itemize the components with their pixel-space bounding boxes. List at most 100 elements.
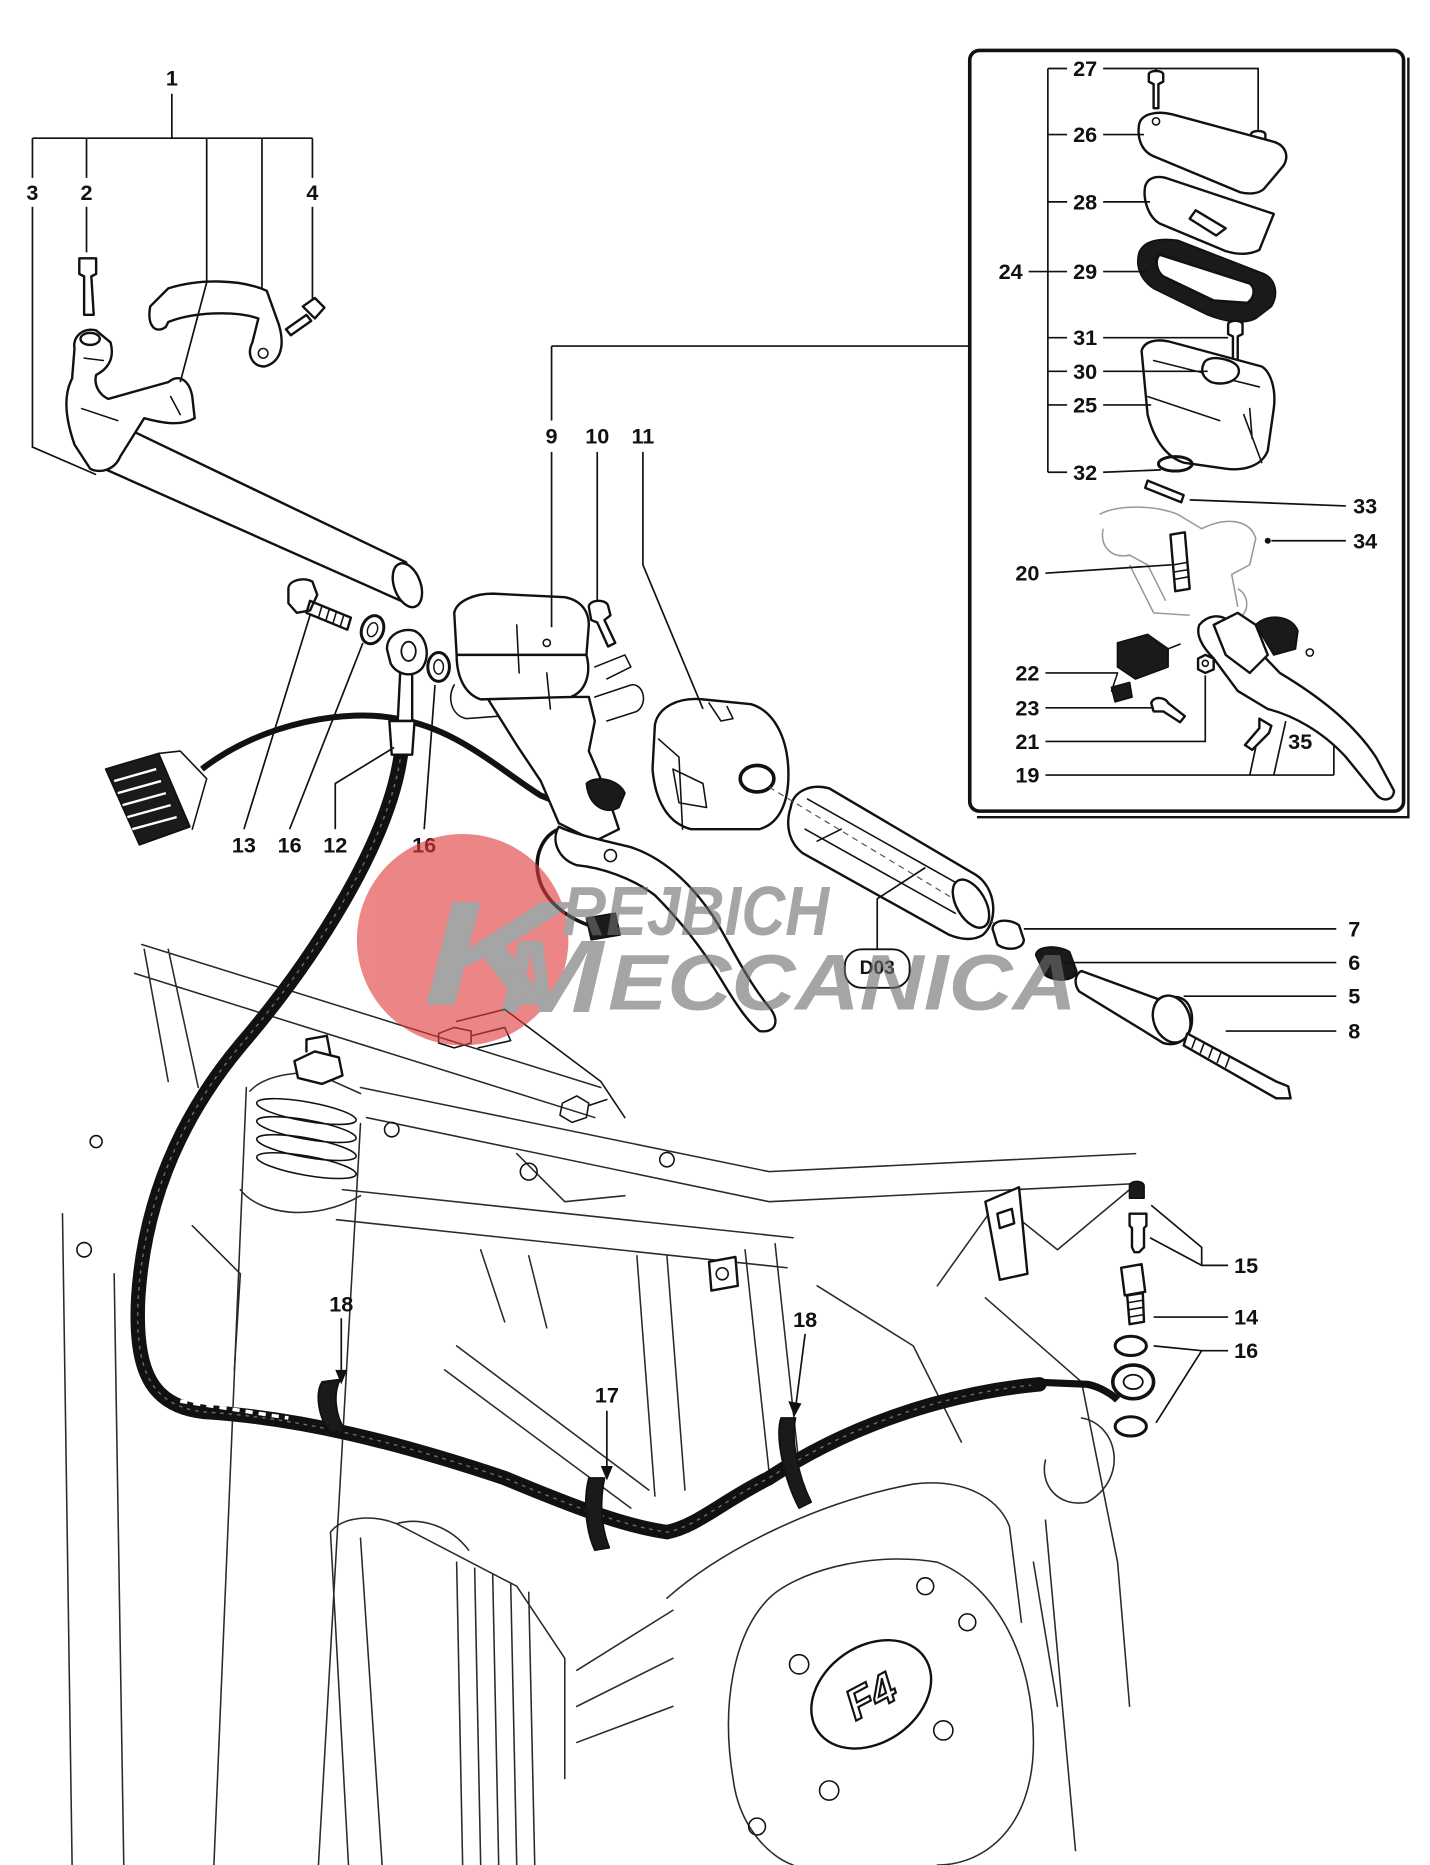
banjo-bolt-14 xyxy=(1119,1262,1147,1326)
frame-tab-right xyxy=(984,1186,1029,1281)
pin-33 xyxy=(1143,479,1185,504)
grip-texture xyxy=(804,798,963,915)
gasket-inner xyxy=(1155,253,1255,305)
callout-7: 7 xyxy=(1348,916,1360,941)
cap-screw xyxy=(542,638,552,648)
callout-11: 11 xyxy=(631,424,654,449)
engine-bolt xyxy=(958,1613,977,1632)
clutch-lever-blade xyxy=(554,825,777,1033)
inset-shadow xyxy=(976,57,1410,819)
washer-16-upper-left xyxy=(359,614,386,646)
washer-hole xyxy=(433,658,445,675)
frame-bolt xyxy=(519,1162,538,1181)
callout-8: 8 xyxy=(1348,1019,1360,1044)
callout-24: 24 xyxy=(999,259,1023,284)
callout-31: 31 xyxy=(1073,325,1097,350)
lever-adjuster-knob xyxy=(585,778,626,812)
grip-end xyxy=(951,878,991,929)
switch-housing-detail xyxy=(657,702,734,830)
detail-inset: 27 26 28 24 29 31 30 25 32 33 34 20 22 2… xyxy=(967,48,1410,819)
callout-18: 18 xyxy=(793,1307,817,1332)
switch-and-grip xyxy=(651,697,1292,1100)
handlebar-tube-end xyxy=(391,562,424,609)
callout-16: 16 xyxy=(278,832,302,857)
switch-housing-bore xyxy=(738,763,776,794)
switch-22 xyxy=(1116,633,1169,680)
frame-bolt xyxy=(76,1241,93,1258)
handlebar-tube xyxy=(97,419,416,609)
screw-27-a xyxy=(1147,69,1165,110)
frame-tab-center xyxy=(707,1255,740,1292)
reservoir-25 xyxy=(1140,339,1276,471)
callout-12: 12 xyxy=(323,832,347,857)
callout-19: 19 xyxy=(1015,763,1039,788)
bleed-screw-15 xyxy=(1128,1212,1148,1254)
callout-3: 3 xyxy=(26,180,38,205)
fork-bolt xyxy=(383,1121,400,1138)
banjo-hole xyxy=(400,640,417,662)
switch-harness xyxy=(104,712,621,941)
callout-1: 1 xyxy=(166,66,178,91)
clutch-master-cylinder xyxy=(449,592,777,1033)
reservoir-cover-26 xyxy=(1137,111,1288,195)
callout-28: 28 xyxy=(1073,189,1097,214)
callout-5: 5 xyxy=(1348,984,1360,1009)
pin-20-threads xyxy=(1173,561,1190,580)
leader-arrowheads xyxy=(335,1369,802,1481)
switch-22-plug xyxy=(1110,681,1133,703)
bolt-14-threads xyxy=(1127,1299,1145,1318)
plate-slot xyxy=(1188,209,1227,237)
master-cylinder-detail xyxy=(449,624,645,722)
fork-spring-coil xyxy=(255,1115,357,1144)
screw-10 xyxy=(587,599,617,648)
engine-outline xyxy=(329,1482,1077,1865)
part-8-bolt xyxy=(1182,1032,1292,1100)
watermark-line-1: REJBICH xyxy=(562,872,830,950)
screw-19 xyxy=(1243,717,1273,752)
engine-logo-badge xyxy=(810,1638,933,1750)
callout-10: 10 xyxy=(585,424,609,449)
engine-bolt xyxy=(788,1653,810,1675)
washer-2 xyxy=(79,331,101,347)
bar-end-cap xyxy=(1151,994,1192,1044)
callout-32: 32 xyxy=(1073,460,1097,485)
connector-boot xyxy=(157,750,208,830)
washer-16-lower-bottom xyxy=(1113,1415,1148,1438)
engine-bolt xyxy=(916,1577,935,1596)
callout-23: 23 xyxy=(1015,695,1039,720)
watermark-circle xyxy=(356,833,569,1046)
callout-9: 9 xyxy=(546,424,558,449)
handlebar-clamp-lower xyxy=(65,328,196,473)
callout-27: 27 xyxy=(1073,56,1097,81)
part-6-insert xyxy=(1034,946,1078,981)
engine-bolt xyxy=(818,1780,840,1801)
fork-spring-coil xyxy=(255,1097,357,1126)
callout-30: 30 xyxy=(1073,359,1097,384)
watermark-letter-k: K xyxy=(423,870,577,1037)
callout-17: 17 xyxy=(595,1383,619,1408)
hose-ferrule-upper xyxy=(388,719,416,756)
fork-tubes xyxy=(213,1072,362,1865)
fork-spring-coil xyxy=(255,1133,357,1162)
connector-ribs xyxy=(113,767,177,831)
front-fork xyxy=(213,1034,400,1865)
lever-switch-plug xyxy=(585,912,621,941)
callout-13: 13 xyxy=(232,832,256,857)
callout-33: 33 xyxy=(1353,493,1377,518)
watermark-letter-m: M xyxy=(500,918,606,1034)
handlebar-assembly xyxy=(65,257,424,609)
hose-clip-17 xyxy=(584,1477,611,1552)
callout-35: 35 xyxy=(1288,729,1312,754)
callout-34: 34 xyxy=(1353,528,1377,553)
frame-bolt xyxy=(658,1151,675,1168)
switch-housing xyxy=(651,697,790,831)
master-cylinder-body xyxy=(455,653,590,701)
fork-spring-coil xyxy=(255,1151,357,1180)
bolt-8-threads xyxy=(1191,1037,1231,1068)
callout-15: 15 xyxy=(1234,1253,1258,1278)
screw-23 xyxy=(1150,696,1187,724)
engine-block: F4 xyxy=(329,1482,1077,1865)
callout-21: 21 xyxy=(1015,729,1039,754)
lever-35-adjuster xyxy=(1254,616,1299,656)
